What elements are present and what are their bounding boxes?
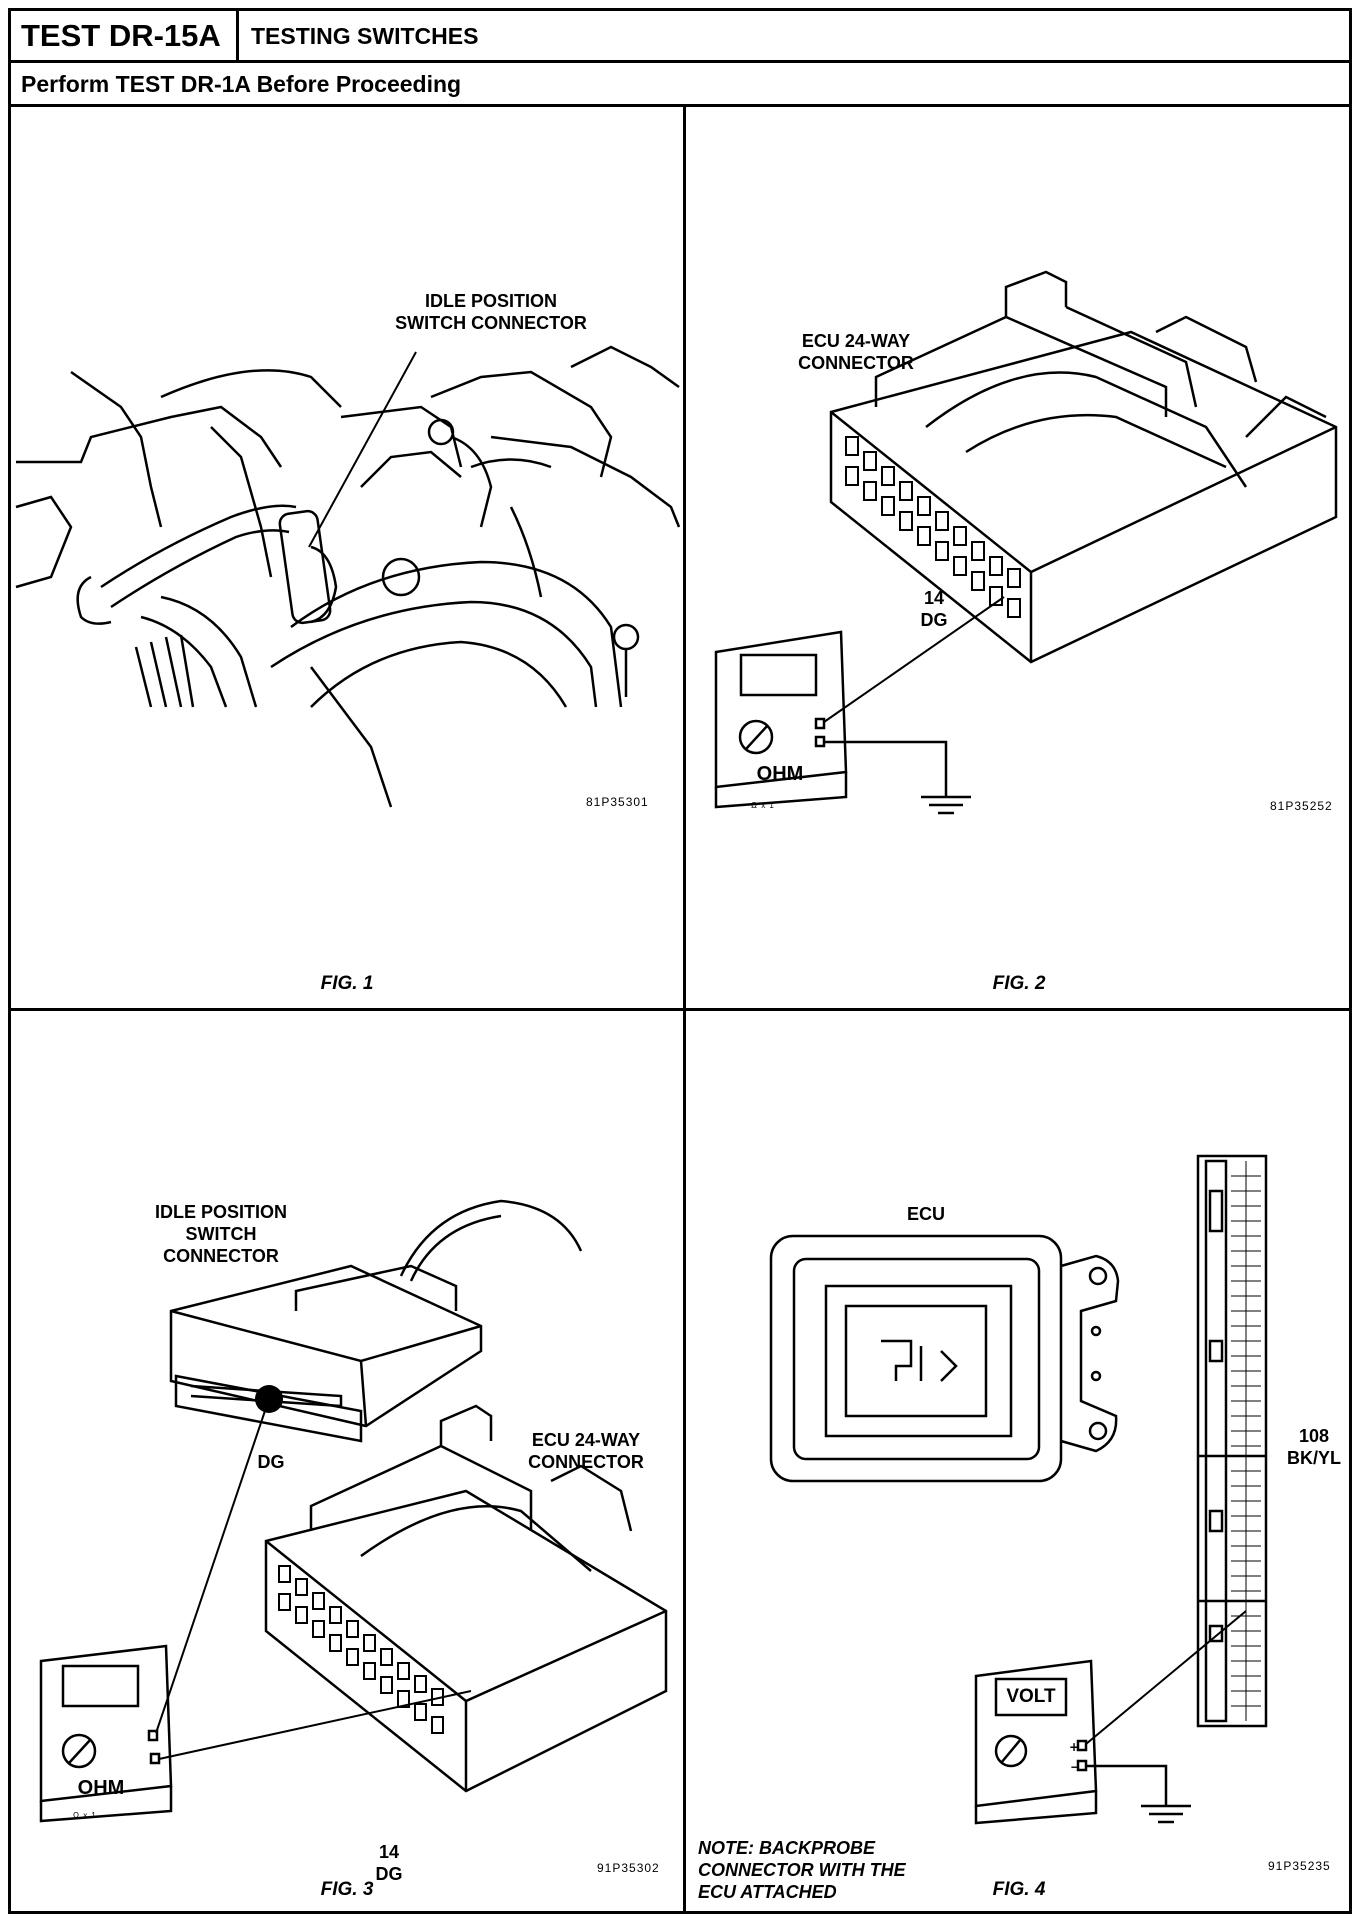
figure-3-panel: IDLE POSITION SWITCH CONNECTOR ECU 24-WA… bbox=[11, 1011, 683, 1911]
ecu-connector-label: ECU 24-WAY CONNECTOR bbox=[516, 1429, 656, 1473]
figure-code: 91P35235 bbox=[1268, 1859, 1331, 1873]
figure-2-panel: ECU 24-WAY CONNECTOR 14 DG OHM Ω x 1 81P… bbox=[686, 107, 1352, 1008]
note-line: ECU ATTACHED bbox=[698, 1882, 837, 1902]
wire-color: DG bbox=[920, 610, 948, 630]
ecu-connector-illustration bbox=[714, 270, 1338, 815]
pin-wire-label: 14 DG bbox=[359, 1841, 419, 1885]
label-line: IDLE POSITION bbox=[424, 291, 557, 311]
label-line: ECU 24-WAY bbox=[531, 1430, 641, 1450]
figure-code: 81P35301 bbox=[586, 795, 649, 809]
label-line: CONNECTOR bbox=[163, 1246, 279, 1266]
prerequisite-text: Perform TEST DR-1A Before Proceeding bbox=[21, 71, 462, 97]
label-line: SWITCH bbox=[185, 1224, 257, 1244]
grid-divider-horizontal bbox=[11, 1008, 1349, 1011]
figure-caption: FIG. 2 bbox=[992, 973, 1046, 994]
wire-color-top: DG bbox=[257, 1452, 285, 1472]
wire-color: DG bbox=[375, 1864, 403, 1884]
ecu-connector-label: ECU 24-WAY CONNECTOR bbox=[786, 330, 926, 374]
pin-wire-label: 108 BK/YL bbox=[1276, 1425, 1352, 1469]
pin-wire-label: 14 DG bbox=[904, 587, 964, 631]
pin-number: 108 bbox=[1298, 1426, 1330, 1446]
ohmmeter-display: OHM bbox=[756, 763, 804, 785]
meter-range: Ω x 1 bbox=[751, 801, 775, 810]
label-line: CONNECTOR bbox=[528, 1452, 644, 1472]
ecu-label: ECU bbox=[906, 1204, 945, 1224]
label-line: ECU 24-WAY bbox=[801, 331, 911, 351]
figure-code: 91P35302 bbox=[597, 1861, 660, 1875]
switch-to-ecu-illustration bbox=[39, 1199, 668, 1823]
note-line: NOTE: BACKPROBE bbox=[698, 1838, 876, 1858]
meter-range: Ω x 1 bbox=[73, 1811, 97, 1820]
wire-color: BK/YL bbox=[1287, 1448, 1341, 1468]
ohmmeter-display: OHM bbox=[77, 1777, 125, 1799]
label-line: CONNECTOR bbox=[798, 353, 914, 373]
note-line: CONNECTOR WITH THE bbox=[698, 1860, 906, 1880]
label-line: SWITCH CONNECTOR bbox=[395, 313, 587, 333]
idle-switch-label: IDLE POSITION SWITCH CONNECTOR bbox=[141, 1201, 301, 1267]
idle-switch-label: IDLE POSITION SWITCH CONNECTOR bbox=[381, 290, 601, 334]
backprobe-note: NOTE: BACKPROBE CONNECTOR WITH THE ECU A… bbox=[698, 1837, 906, 1903]
test-title: TESTING SWITCHES bbox=[251, 23, 479, 49]
test-page: TEST DR-15A TESTING SWITCHES Perform TES… bbox=[8, 8, 1352, 1914]
header-bar: TEST DR-15A TESTING SWITCHES bbox=[11, 11, 1349, 63]
voltmeter-display: VOLT bbox=[1006, 1686, 1056, 1707]
figure-caption: FIG. 1 bbox=[320, 973, 374, 994]
test-id: TEST DR-15A bbox=[11, 11, 239, 60]
figure-1-panel: IDLE POSITION SWITCH CONNECTOR 81P35301 … bbox=[11, 107, 683, 1008]
figure-caption: FIG. 4 bbox=[992, 1879, 1046, 1900]
pin-number: 14 bbox=[923, 588, 945, 608]
figure-code: 81P35252 bbox=[1270, 799, 1333, 813]
figure-caption: FIG. 3 bbox=[320, 1879, 374, 1900]
figure-4-panel: + − ECU 108 BK/YL VOLT NOTE: BACKPROBE C… bbox=[686, 1011, 1352, 1911]
ecu-voltmeter-illustration: + − bbox=[769, 1154, 1268, 1825]
plus-sign: + bbox=[1069, 1740, 1079, 1754]
engine-bay-illustration bbox=[15, 345, 681, 808]
minus-sign: − bbox=[1070, 1760, 1080, 1774]
subheader-bar: Perform TEST DR-1A Before Proceeding bbox=[11, 63, 1349, 107]
pin-number: 14 bbox=[378, 1842, 400, 1862]
label-line: IDLE POSITION bbox=[154, 1202, 287, 1222]
